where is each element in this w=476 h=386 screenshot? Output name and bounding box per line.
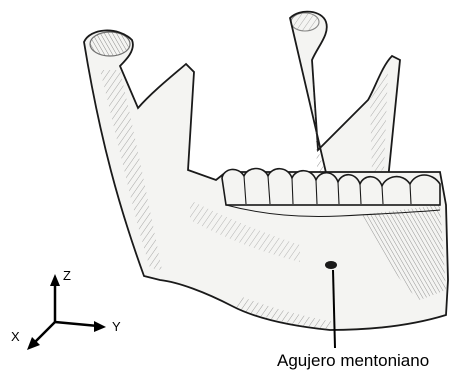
far-ramus [290,12,400,190]
mental-foramen-label: Agujero mentoniano [277,351,429,371]
y-axis-arrowhead [94,321,106,332]
x-axis-line [34,322,55,343]
z-axis-arrowhead [50,274,60,286]
z-axis-label: Z [63,268,71,283]
axis-triad [27,274,106,350]
x-axis-label: X [11,329,20,344]
y-axis-line [55,322,98,326]
y-axis-label: Y [112,319,121,334]
mental-foramen [325,261,337,269]
